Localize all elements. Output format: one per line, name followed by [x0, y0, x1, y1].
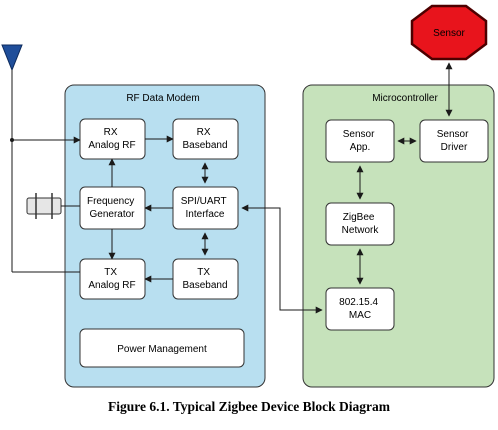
rx-analog-rf-box: [79, 118, 146, 160]
rf-modem-title: RF Data Modem: [126, 93, 199, 104]
rx-baseband-box: [172, 118, 239, 160]
zigbee-network-box: [325, 202, 395, 246]
sensor-octagon: [410, 4, 488, 61]
sensor-app-label: Sensor App.: [343, 129, 377, 153]
sensor-label: Sensor: [433, 28, 465, 39]
zigbee-network-label: ZigBee Network: [342, 212, 380, 236]
tx-analog-rf-box: [79, 258, 146, 300]
antenna-icon: [1, 44, 23, 272]
mac-label: 802.15.4 MAC: [339, 297, 381, 321]
sensor-app-box: [325, 119, 395, 163]
tx-baseband-box: [172, 258, 239, 300]
figure-caption: Figure 6.1. Typical Zigbee Device Block …: [108, 399, 390, 414]
connectors: [12, 62, 453, 314]
tx-analog-rf-label: TX Analog RF: [88, 267, 135, 291]
mac-box: [325, 287, 395, 331]
tx-baseband-label: TX Baseband: [182, 267, 227, 291]
frequency-generator-label: Frequency Generator: [87, 196, 137, 220]
sensor-driver-box: [419, 119, 489, 163]
microcontroller-title: Microcontroller: [372, 93, 438, 104]
sensor-driver-label: Sensor Driver: [437, 129, 471, 153]
spi-uart-interface-box: [172, 186, 239, 230]
power-management-label: Power Management: [117, 344, 207, 355]
spi-uart-interface-label: SPI/UART Interface: [181, 196, 230, 220]
spi-mac-link-arrow: [241, 204, 323, 314]
crystal-icon: [26, 193, 62, 219]
rx-baseband-label: RX Baseband: [182, 127, 227, 151]
frequency-generator-box: [79, 186, 146, 230]
rx-analog-rf-label: RX Analog RF: [88, 127, 135, 151]
power-management-box: [79, 328, 245, 368]
